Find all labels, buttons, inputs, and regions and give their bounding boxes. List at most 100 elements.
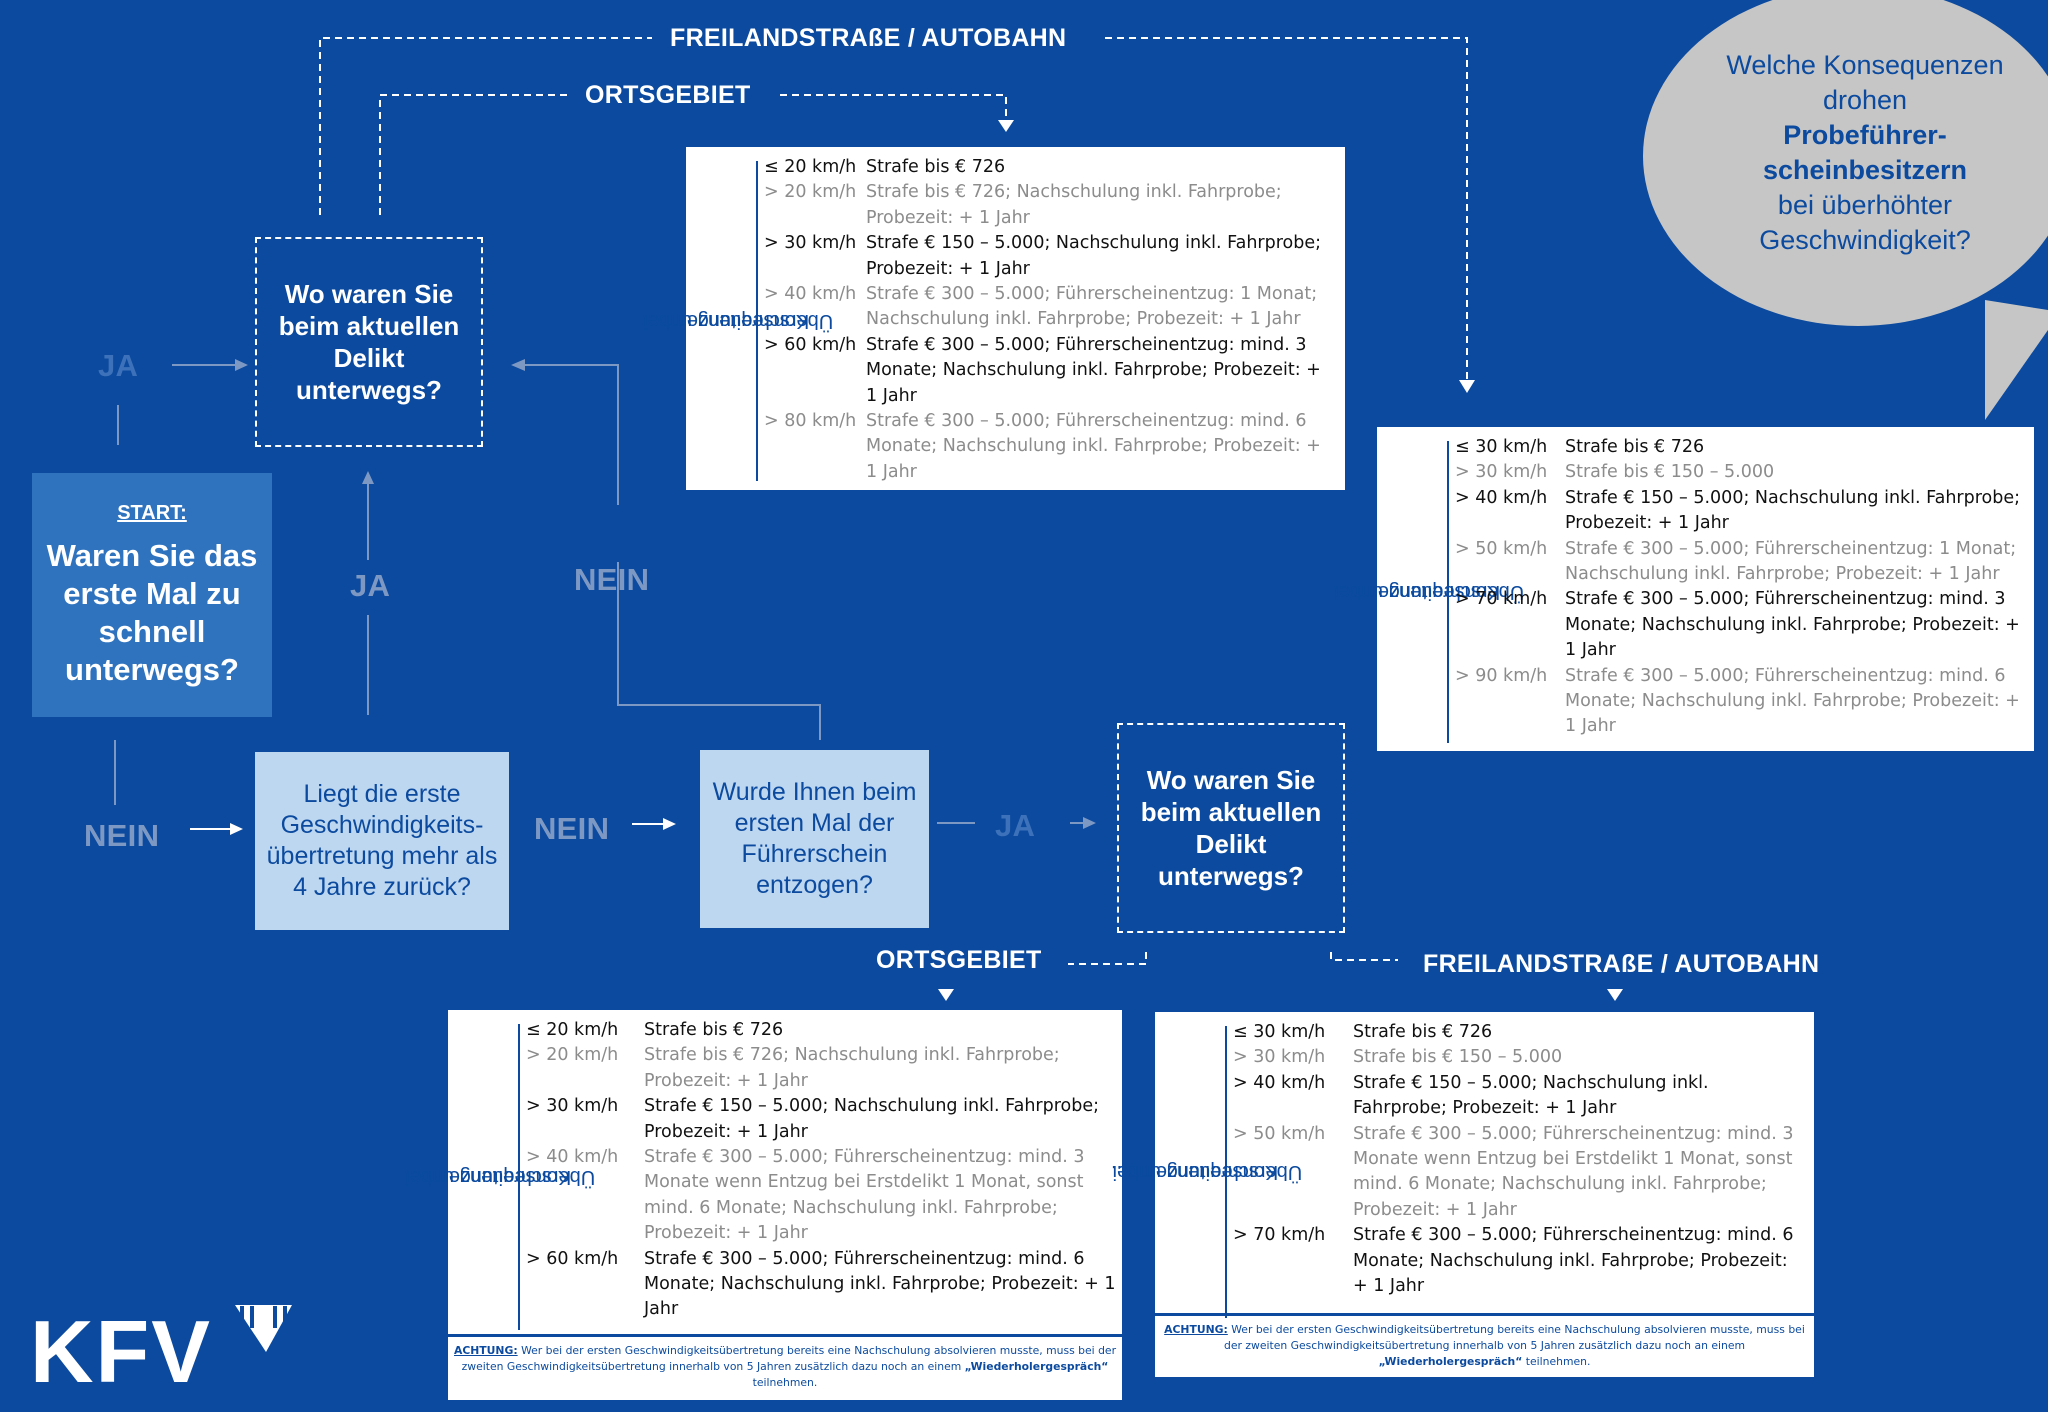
speed-threshold: > 40 km/h xyxy=(1233,1072,1326,1093)
table-row: > 60 km/h Strafe € 300 – 5.000; Führersch… xyxy=(526,1247,1116,1323)
question-line-3: Probeführer- xyxy=(1783,120,1947,150)
note-text: Wer bei der ersten Geschwindigkeitsübert… xyxy=(461,1344,1117,1373)
label-ja-left: JA xyxy=(98,348,139,383)
speed-threshold: > 90 km/h xyxy=(1455,665,1548,686)
line-nein-upper-high xyxy=(525,364,619,505)
note-label: ACHTUNG: xyxy=(1164,1323,1228,1336)
table-row: > 50 km/h Strafe € 300 – 5.000; Führersch… xyxy=(1233,1122,1805,1224)
start-box: START: Waren Sie das erste Mal zu schnel… xyxy=(32,473,272,717)
table-row: > 30 km/h Strafe € 150 – 5.000; Nachschul… xyxy=(526,1094,1116,1145)
speed-threshold: ≤ 30 km/h xyxy=(1233,1022,1326,1042)
where-box-top: Wo waren Sie beim aktuellen Delikt unter… xyxy=(255,237,483,447)
logo-text: KFV xyxy=(30,1302,212,1390)
consequence-text: Strafe bis € 150 – 5.000 xyxy=(1353,1047,1563,1068)
question-line-1: Welche Konsequenzen xyxy=(1726,50,2004,80)
warning-note: ACHTUNG: Wer bei der ersten Geschwindigk… xyxy=(448,1334,1122,1400)
arrow-right-nein-mid xyxy=(663,818,676,830)
arrow-right-ja-right xyxy=(1083,817,1096,829)
consequence-text: Strafe bis € 726 xyxy=(866,157,1006,177)
consequence-text: Strafe € 300 – 5.000; Führerscheinentzug… xyxy=(1353,1225,1794,1297)
speed-threshold: > 70 km/h xyxy=(1455,589,1548,610)
consequence-text: Strafe € 300 – 5.000; Führerscheinentzug… xyxy=(1565,665,2020,737)
question-line-6: Geschwindigkeit? xyxy=(1759,225,1971,255)
arrow-down-ort-top xyxy=(998,120,1014,132)
table-row: > 70 km/h Strafe € 300 – 5.000; Führersch… xyxy=(1233,1223,1805,1299)
table-row: > 30 km/h Strafe € 150 – 5.000; Nachschul… xyxy=(764,231,1334,282)
speed-threshold: > 30 km/h xyxy=(1455,462,1548,483)
speed-threshold: ≤ 20 km/h xyxy=(526,1020,619,1040)
label-freiland-top: FREILANDSTRAßE / AUTOBAHN xyxy=(670,24,1067,52)
table-row: ≤ 20 km/h Strafe bis € 726 xyxy=(526,1018,1116,1043)
table-row: > 70 km/h Strafe € 300 – 5.000; Führersch… xyxy=(1455,587,2025,663)
speed-threshold: > 80 km/h xyxy=(764,411,857,432)
kfv-logo: KFV xyxy=(30,1300,300,1401)
table-row: > 50 km/h Strafe € 300 – 5.000; Führersch… xyxy=(1455,537,2025,588)
label-ortsgebiet-bottom: ORTSGEBIET xyxy=(876,946,1042,974)
speed-threshold: > 30 km/h xyxy=(1233,1047,1326,1068)
label-ja-right: JA xyxy=(995,808,1036,843)
speed-threshold: > 60 km/h xyxy=(764,334,857,355)
table-row: > 30 km/h Strafe bis € 150 – 5.000 xyxy=(1233,1045,1805,1070)
speed-threshold: > 40 km/h xyxy=(526,1147,619,1168)
speed-threshold: > 60 km/h xyxy=(526,1248,619,1269)
dash-bottom-ort xyxy=(1068,952,1147,965)
start-question: Waren Sie das erste Mal zu schnell unter… xyxy=(46,537,258,687)
eagle-icon: KFV xyxy=(30,1302,292,1401)
dash-top-left-up xyxy=(319,37,652,215)
consequence-text: Strafe € 300 – 5.000; Führerscheinentzug… xyxy=(866,411,1321,482)
speed-threshold: > 30 km/h xyxy=(764,233,857,254)
dash-bottom-freiland xyxy=(1330,952,1398,961)
consequence-text: Strafe bis € 726; Nachschulung inkl. Fah… xyxy=(866,182,1282,228)
dash-ort-right xyxy=(780,94,1007,122)
speed-threshold: > 50 km/h xyxy=(1233,1123,1326,1144)
arrow-down-freiland-top xyxy=(1459,380,1475,393)
consequence-text: Strafe bis € 726 xyxy=(644,1020,784,1040)
table-row: > 90 km/h Strafe € 300 – 5.000; Führersch… xyxy=(1455,664,2025,740)
arrow-down-ort-bottom xyxy=(938,989,954,1001)
consequence-text: Strafe € 300 – 5.000; Führerscheinentzug… xyxy=(1565,538,2017,585)
speed-threshold: > 50 km/h xyxy=(1455,538,1548,559)
speech-bubble xyxy=(1643,0,2048,326)
label-freiland-bottom: FREILANDSTRAßE / AUTOBAHN xyxy=(1423,950,1820,978)
table-row: ≤ 30 km/h Strafe bis € 726 xyxy=(1233,1020,1805,1045)
consequence-text: Strafe bis € 726 xyxy=(1565,437,1705,457)
table-row: > 20 km/h Strafe bis € 726; Nachschulung … xyxy=(764,180,1334,231)
speed-threshold: > 30 km/h xyxy=(526,1096,619,1117)
consequence-text: Strafe € 150 – 5.000; Nachschulung inkl.… xyxy=(644,1096,1100,1142)
warning-note: ACHTUNG: Wer bei der ersten Geschwindigk… xyxy=(1155,1313,1814,1377)
consequence-text: Strafe bis € 726 xyxy=(1353,1022,1493,1042)
arrow-right-ja-left xyxy=(235,359,248,371)
speed-threshold: > 70 km/h xyxy=(1233,1225,1326,1246)
arrow-right-nein-left xyxy=(230,823,243,835)
note-tail: teilnehmen. xyxy=(752,1376,818,1389)
note-tail: teilnehmen. xyxy=(1525,1355,1591,1368)
label-ortsgebiet-top: ORTSGEBIET xyxy=(585,81,751,109)
note-label: ACHTUNG: xyxy=(453,1344,518,1357)
consequence-text: Strafe € 300 – 5.000; Führerscheinentzug… xyxy=(644,1248,1116,1320)
speed-threshold: > 20 km/h xyxy=(764,182,857,203)
arrow-left-nein-upper xyxy=(511,359,525,371)
consequence-text: Strafe € 300 – 5.000; Führerscheinentzug… xyxy=(644,1147,1085,1244)
arrow-down-freiland-bottom xyxy=(1607,989,1623,1001)
consequence-text: Strafe € 300 – 5.000; Führerscheinentzug… xyxy=(1565,589,2020,661)
table-row: > 40 km/h Strafe € 300 – 5.000; Führersch… xyxy=(526,1145,1116,1247)
consequence-text: Strafe € 300 – 5.000; Führerscheinentzug… xyxy=(1353,1123,1794,1220)
dash-ort-left xyxy=(379,94,568,215)
consequence-text: Strafe € 150 – 5.000; Nachschulung inkl.… xyxy=(866,233,1322,279)
speed-threshold: ≤ 30 km/h xyxy=(1455,437,1548,457)
question-line-2: drohen xyxy=(1822,85,1908,115)
start-heading: START: xyxy=(117,501,187,524)
consequence-text: Strafe € 150 – 5.000; Nachschulung inkl.… xyxy=(1353,1072,1709,1119)
